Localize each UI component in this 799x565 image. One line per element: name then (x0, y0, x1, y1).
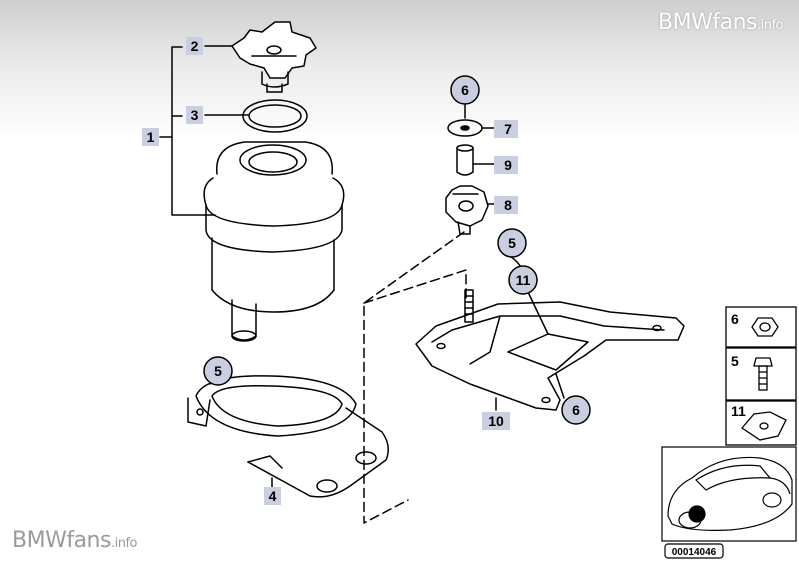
callout-5-clamp[interactable]: 5 (203, 356, 233, 386)
callout-7[interactable]: 7 (494, 120, 518, 138)
callout-5-bracket[interactable]: 5 (497, 228, 527, 258)
svg-text:5: 5 (214, 363, 222, 379)
callout-8[interactable]: 8 (494, 196, 518, 214)
watermark-bottom: BMWfans.info (12, 528, 137, 553)
svg-text:1: 1 (147, 129, 155, 145)
tank-clamp (187, 375, 389, 498)
legend-item-11[interactable]: 11 (731, 403, 746, 419)
svg-text:11: 11 (516, 272, 531, 288)
svg-text:6: 6 (572, 402, 580, 418)
svg-text:8: 8 (504, 197, 512, 213)
speed-nut-icon (741, 411, 787, 441)
svg-text:10: 10 (488, 413, 504, 429)
callout-6-top[interactable]: 6 (450, 75, 480, 105)
callout-9[interactable]: 9 (494, 156, 518, 174)
bolt-icon (753, 357, 773, 391)
reservoir-cap (231, 21, 317, 93)
callout-6-bracket[interactable]: 6 (561, 395, 591, 425)
svg-text:2: 2 (191, 38, 199, 54)
sleeve (456, 144, 474, 176)
svg-text:5: 5 (731, 353, 739, 369)
svg-text:11: 11 (731, 403, 746, 419)
svg-text:6: 6 (731, 311, 739, 327)
legend-item-6[interactable]: 6 (731, 311, 739, 327)
hardware-legend (725, 306, 797, 446)
svg-text:4: 4 (269, 488, 277, 504)
nut-icon (751, 317, 779, 337)
rubber-mount (445, 185, 489, 235)
washer (447, 119, 483, 137)
callout-2[interactable]: 2 (186, 37, 203, 55)
mounting-bracket (415, 289, 685, 411)
callout-4[interactable]: 4 (264, 487, 281, 505)
o-ring (242, 99, 308, 133)
callout-3[interactable]: 3 (186, 106, 203, 124)
callout-11-bracket[interactable]: 11 (508, 265, 538, 295)
callout-1[interactable]: 1 (142, 128, 159, 146)
svg-text:6: 6 (461, 82, 469, 98)
dashed-leader (363, 231, 467, 524)
svg-text:5: 5 (508, 235, 516, 251)
expansion-tank (203, 141, 345, 342)
legend-item-5[interactable]: 5 (731, 353, 739, 369)
car-location-thumbnail[interactable]: 00014046 (661, 446, 797, 559)
svg-text:3: 3 (191, 107, 199, 123)
callout-10[interactable]: 10 (482, 412, 510, 430)
svg-text:9: 9 (504, 157, 512, 173)
svg-text:7: 7 (504, 121, 512, 137)
watermark-top: BMWfans.info (658, 10, 783, 35)
bracket-leader (159, 45, 249, 216)
diagram-id: 00014046 (672, 547, 717, 558)
